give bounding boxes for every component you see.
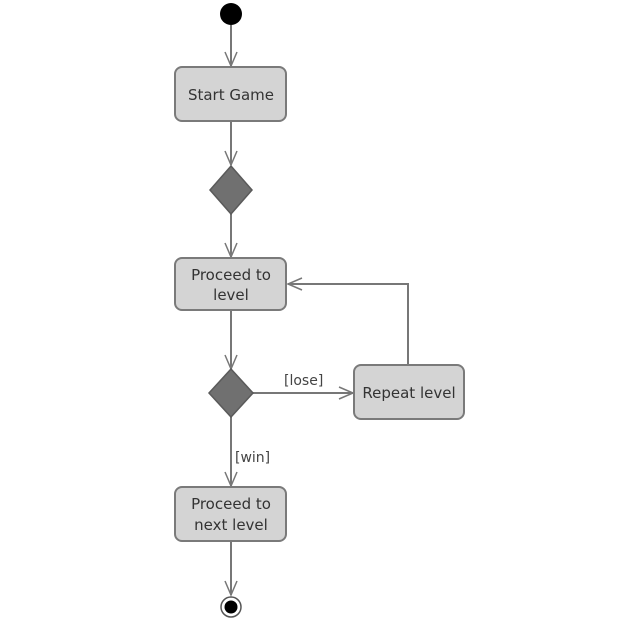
edge-repeat-loop [288, 283, 409, 364]
initial-node [220, 3, 242, 25]
action-proceed-to-next-level: Proceed to next level [174, 486, 287, 542]
decision-node [209, 164, 253, 216]
guard-win: [win] [235, 450, 270, 466]
action-label: Proceed to [191, 495, 271, 513]
action-label: next level [194, 516, 268, 534]
guard-lose: [lose] [284, 373, 323, 389]
action-label: level [213, 286, 249, 304]
action-start-game: Start Game [174, 66, 287, 122]
arrowhead [286, 277, 303, 291]
action-label: Proceed to [191, 266, 271, 284]
arrowhead [224, 580, 238, 597]
final-node [220, 596, 242, 618]
action-label: Repeat level [362, 384, 455, 402]
action-label: Start Game [188, 86, 274, 104]
action-proceed-to-level: Proceed to level [174, 257, 287, 311]
action-repeat-level: Repeat level [353, 364, 465, 420]
decision-node-win-lose [207, 367, 255, 419]
